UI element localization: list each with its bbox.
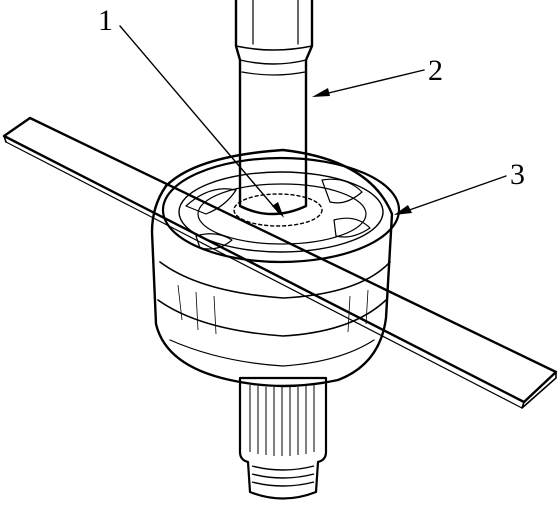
straightedge <box>2 116 558 409</box>
callout-1: 1 <box>98 4 113 37</box>
splined-stub-shaft <box>238 376 328 500</box>
leader-line-3 <box>397 175 507 215</box>
shaft <box>234 0 314 216</box>
leader-line-1 <box>119 25 281 215</box>
callout-3: 3 <box>510 158 525 191</box>
leader-line-2 <box>315 69 425 97</box>
arrowhead-2 <box>312 88 330 97</box>
joint-housing <box>150 148 394 388</box>
leader-lines <box>119 25 507 218</box>
housing-rim-and-cage <box>161 156 401 264</box>
arrowhead-3 <box>394 205 412 215</box>
arrowhead-1 <box>272 202 284 218</box>
callout-2: 2 <box>428 54 443 87</box>
